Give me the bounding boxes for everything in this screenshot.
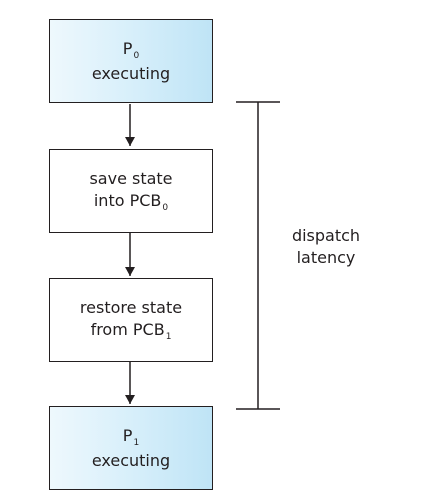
p0-state-text: executing (91, 63, 171, 83)
dispatch-latency-line2: latency (296, 248, 356, 267)
p0-label: P0 (122, 38, 140, 61)
restore-state-box: restore state from PCB1 (49, 278, 213, 362)
restore-state-line2: from PCB1 (90, 319, 172, 342)
dispatch-latency-line1: dispatch (291, 226, 361, 245)
save-state-box: save state into PCB0 (49, 149, 213, 233)
p1-label: P1 (122, 425, 140, 448)
p1-subscript: 1 (133, 437, 140, 448)
dispatch-latency-bracket (236, 101, 280, 410)
dispatch-latency-label: dispatch latency (278, 225, 374, 269)
save-state-line2: into PCB0 (93, 190, 169, 213)
p1-state-text: executing (91, 450, 171, 470)
restore-state-line1: restore state (79, 297, 183, 317)
pcb0-subscript: 0 (162, 202, 169, 213)
p1-executing-box: P1 executing (49, 406, 213, 490)
p0-subscript: 0 (133, 50, 140, 61)
pcb1-subscript: 1 (165, 331, 172, 342)
p0-executing-box: P0 executing (49, 19, 213, 103)
save-state-line1: save state (89, 168, 173, 188)
